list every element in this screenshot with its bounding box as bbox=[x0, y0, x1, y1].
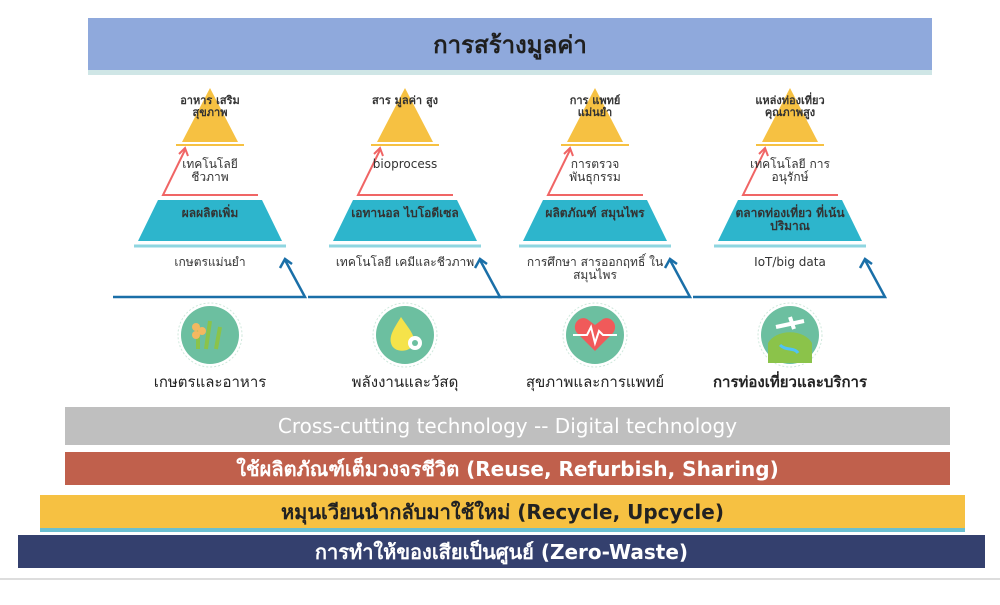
band-recycle: หมุนเวียนนำกลับมาใช้ใหม่ (Recycle, Upcyc… bbox=[40, 495, 965, 528]
blue-arrow bbox=[498, 259, 693, 299]
base-text: เทคโนโลยี เคมีและชีวภาพ bbox=[335, 255, 475, 269]
pyramid-graphic bbox=[113, 88, 308, 368]
heart-pulse-icon bbox=[562, 302, 628, 368]
trapezoid bbox=[138, 200, 282, 241]
pyramid-graphic bbox=[498, 88, 693, 368]
trapezoid-text: ผลผลิตเพิ่ม bbox=[181, 206, 239, 220]
trapezoid bbox=[523, 200, 667, 241]
middle-text: เทคโนโลยี ชีวภาพ bbox=[182, 157, 238, 185]
red-arrow bbox=[546, 149, 643, 196]
band-zero-waste: การทำให้ของเสียเป็นศูนย์ (Zero-Waste) bbox=[18, 535, 985, 568]
pyramid-column: การ แพทย์ แม่นยำ การตรวจ พันธุกรรม ผลิตภ… bbox=[485, 0, 705, 400]
middle-text: การตรวจ พันธุกรรม bbox=[569, 157, 621, 185]
band-cross-cutting: Cross-cutting technology -- Digital tech… bbox=[65, 407, 950, 445]
apex-triangle bbox=[567, 88, 623, 142]
trapezoid-text: ตลาดท่องเที่ยว ที่เน้นปริมาณ bbox=[735, 206, 845, 234]
blue-arrow bbox=[113, 259, 308, 299]
red-arrow bbox=[356, 149, 453, 196]
trapezoid-text: ผลิตภัณฑ์ สมุนไพร bbox=[545, 206, 645, 220]
sector-label: สุขภาพและการแพทย์ bbox=[525, 373, 665, 391]
apex-triangle bbox=[762, 88, 818, 142]
pyramid-column: อาหาร เสริม สุขภาพ เทคโนโลยี ชีวภาพ ผลผล… bbox=[100, 0, 320, 400]
red-arrow bbox=[161, 149, 258, 196]
pyramid-graphic bbox=[693, 88, 888, 368]
base-text: IoT/big data bbox=[754, 255, 826, 269]
rice-plant-icon bbox=[177, 302, 243, 368]
trapezoid-text: เอทานอล ไบโอดีเซล bbox=[351, 206, 459, 220]
apex-triangle bbox=[182, 88, 238, 142]
sector-label: การท่องเที่ยวและบริการ bbox=[712, 373, 868, 391]
trapezoid bbox=[718, 200, 862, 241]
blue-arrow bbox=[693, 259, 888, 299]
page-title: การสร้างมูลค่า bbox=[88, 18, 932, 70]
red-arrow bbox=[741, 149, 838, 196]
middle-text: เทคโนโลยี การอนุรักษ์ bbox=[750, 157, 830, 185]
pyramid-column: แหล่งท่องเที่ยว คุณภาพสูง เทคโนโลยี การอ… bbox=[680, 0, 900, 400]
apex-triangle bbox=[377, 88, 433, 142]
middle-text: bioprocess bbox=[372, 157, 438, 171]
band-reuse: ใช้ผลิตภัณฑ์เต็มวงจรชีวิต (Reuse, Refurb… bbox=[65, 452, 950, 485]
base-text: การศึกษา สารออกฤทธิ์ ในสมุนไพร bbox=[526, 255, 664, 283]
oil-drop-gear-icon bbox=[372, 302, 438, 368]
sector-label: พลังงานและวัสดุ bbox=[351, 373, 459, 391]
pyramid-graphic bbox=[308, 88, 503, 368]
pyramid-column: สาร มูลค่า สูง bioprocess เอทานอล ไบโอดี… bbox=[295, 0, 515, 400]
sector-label: เกษตรและอาหาร bbox=[153, 373, 267, 391]
apex-text: แหล่งท่องเที่ยว คุณภาพสูง bbox=[755, 94, 825, 120]
airplane-globe-icon bbox=[757, 302, 823, 368]
trapezoid bbox=[333, 200, 477, 241]
apex-text: สาร มูลค่า สูง bbox=[371, 94, 439, 107]
apex-text: อาหาร เสริม สุขภาพ bbox=[180, 94, 240, 120]
base-text: เกษตรแม่นยำ bbox=[174, 255, 246, 269]
divider bbox=[0, 578, 1000, 580]
apex-text: การ แพทย์ แม่นยำ bbox=[569, 94, 621, 120]
